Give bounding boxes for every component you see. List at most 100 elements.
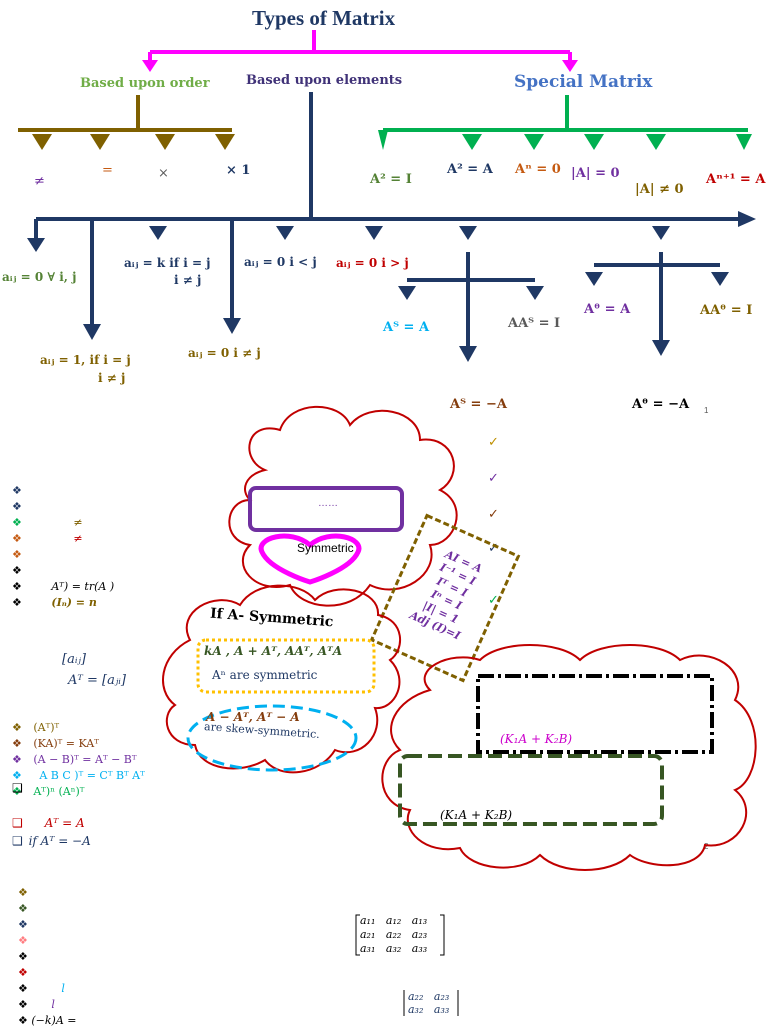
bullet-text: Aᵀ) = tr(A ) — [51, 580, 115, 593]
matrix-cell: a₂₂ — [408, 990, 424, 1003]
bullet: ❖ Aᵀ)ⁿ (Aⁿ)ᵀ — [12, 785, 85, 798]
page-number: 2 — [704, 842, 709, 851]
cloud2-line3: A − Aᵀ, Aᵀ − A — [206, 710, 300, 724]
bullet: ❖ — [18, 966, 28, 979]
skew-symmetric-leaf: Aᵀ = −A — [450, 397, 507, 412]
bullet: ❖ l — [18, 998, 55, 1011]
element-leaf-null: aᵢⱼ = 0 ∀ i, j — [2, 270, 77, 284]
transpose-properties: ❖ (Aᵀ)ᵀ ❖ (KA)ᵀ = KAᵀ ❖ (A − B)ᵀ = Aᵀ − … — [12, 720, 145, 800]
special-leaf-3: Aⁿ = 0 — [515, 162, 561, 177]
bullet: ❖ A B C )ᵀ = Cᵀ Bᵀ Aᵀ — [12, 769, 145, 782]
box-dots: …… — [318, 498, 338, 509]
bullet-text: Aᵀ)ⁿ (Aⁿ)ᵀ — [33, 785, 85, 798]
bullet: ❖ ≠ — [12, 516, 83, 529]
orthogonal-leaf: AAᵀ = I — [508, 316, 561, 331]
bullet: ❖ (KA)ᵀ = KAᵀ — [12, 737, 99, 750]
bullet: ❖ (Iₙ) = n — [12, 596, 97, 609]
cloud3-line2: (K₁A + K₂B) — [440, 808, 513, 822]
unitary-leaf: AAᶿ = I — [700, 303, 753, 318]
page-number: 1 — [704, 406, 709, 415]
order-leaf-4: × 1 — [226, 163, 251, 178]
bullet: ❖ ≠ — [12, 532, 83, 545]
matrix-aij: [aᵢⱼ] — [62, 652, 86, 667]
svg-text:✓: ✓ — [488, 471, 499, 486]
skew-hermitian-leaf: Aᶿ = −A — [632, 397, 690, 412]
bullet: ❖ — [18, 886, 28, 899]
bullet: ❖ — [12, 564, 22, 577]
identity-properties: AI = A I⁻¹ = I Iᵀ = I Iⁿ = I |I| = 1 Adj… — [391, 537, 507, 650]
matrix-row: a₂₁ a₂₂ a₂₃ — [360, 928, 427, 942]
bullet: ❖ — [18, 902, 28, 915]
element-leaf-identity-b: i ≠ j — [98, 371, 126, 385]
matrix-cell: a₁₁ — [360, 914, 376, 927]
bullet-text: (−k)A = — [31, 1014, 77, 1027]
matrix-cell: a₃₃ — [433, 1003, 450, 1016]
bullet: ❖ l — [18, 982, 65, 995]
matrix-cell: a₂₃ — [411, 928, 428, 941]
element-leaf-scalar-b: i ≠ j — [174, 273, 202, 287]
matrix-cell: a₂₂ — [385, 928, 402, 941]
svg-text:✓: ✓ — [488, 541, 499, 556]
checkbox-bullet: ❑ if Aᵀ = −A — [12, 834, 91, 848]
bullet-text: ≠ — [73, 532, 83, 545]
element-leaf-scalar-a: aᵢⱼ = k if i = j — [124, 256, 211, 270]
order-leaf-1: ≠ — [34, 174, 45, 189]
matrix-cell: a₁₂ — [385, 914, 402, 927]
page-title: Types of Matrix — [252, 6, 396, 30]
bullet-list-trace: ❖ ❖ ❖ ≠ ❖ ≠ ❖ ❖ ❖ Aᵀ) = tr(A ) ❖ (Iₙ) = … — [12, 483, 114, 611]
matrix-cell: a₃₁ — [360, 942, 376, 955]
cloud3-line1: (K₁A + K₂B) — [500, 732, 573, 746]
bullet-text: A B C )ᵀ = Cᵀ Bᵀ Aᵀ — [39, 769, 145, 782]
determinant-bullets: ❖ ❖ ❖ ❖ ❖ ❖ ❖ l ❖ l ❖ (−k)A = — [18, 885, 76, 1029]
transpose-definition: Aᵀ = [aⱼᵢ] — [68, 673, 126, 688]
cloud2-title: If A- Symmetric — [209, 605, 334, 631]
bullet-text: (Aᵀ)ᵀ — [33, 721, 60, 734]
order-leaf-3: × — [158, 166, 169, 181]
skew-symmetric-def: if Aᵀ = −A — [28, 834, 91, 848]
checkbox-bullet: ❑ — [12, 781, 23, 795]
matrix-cell: a₃₂ — [385, 942, 402, 955]
special-leaf-5: |A| ≠ 0 — [635, 182, 684, 197]
bullet: ❖ (−k)A = — [18, 1014, 77, 1027]
special-leaf-4: |A| = 0 — [571, 166, 620, 181]
minor-determinant: a₂₂ a₂₃ a₃₂ a₃₃ — [408, 990, 449, 1016]
bullet: ❖ — [18, 934, 28, 947]
matrix-cell: a₁₃ — [411, 914, 428, 927]
bullet-text: ≠ — [73, 516, 83, 529]
cloud2-line4: are skew-symmetric. — [203, 719, 321, 742]
bullet-text: l — [61, 982, 65, 995]
bullet-text: (Iₙ) = n — [51, 596, 97, 609]
svg-text:✓: ✓ — [488, 435, 499, 450]
symmetric-leaf: Aᵀ = A — [383, 320, 430, 335]
special-leaf-1: A² = I — [370, 172, 412, 187]
matrix-cell: a₂₃ — [433, 990, 450, 1003]
tree-diagram — [18, 30, 756, 362]
bullet-text: l — [51, 998, 55, 1011]
bullet: ❖ — [12, 548, 22, 561]
cloud2-line1: kA , A + Aᵀ, AAᵀ, AᵀA — [204, 644, 343, 658]
matrix-row: a₂₂ a₂₃ — [408, 990, 449, 1003]
special-leaf-2: A² = A — [447, 162, 493, 177]
branch-order: Based upon order — [80, 76, 210, 91]
element-leaf-diagonal: aᵢⱼ = 0 i ≠ j — [188, 346, 261, 360]
bullet: ❖ Aᵀ) = tr(A ) — [12, 580, 115, 593]
element-leaf-identity-a: aᵢⱼ = 1, if i = j — [40, 353, 131, 367]
bullet-text: (A − B)ᵀ = Aᵀ − Bᵀ — [33, 753, 137, 766]
matrix-row: a₃₂ a₃₃ — [408, 1003, 449, 1016]
matrix-row: a₁₁ a₁₂ a₁₃ — [360, 914, 427, 928]
svg-text:✓: ✓ — [488, 507, 499, 522]
cloud2-line2: Aⁿ are symmetric — [212, 668, 318, 682]
element-leaf-lower: aᵢⱼ = 0 i > j — [336, 256, 409, 270]
bullet: ❖ (Aᵀ)ᵀ — [12, 721, 60, 734]
matrix-3x3: a₁₁ a₁₂ a₁₃ a₂₁ a₂₂ a₂₃ a₃₁ a₃₂ a₃₃ — [360, 914, 427, 956]
bullet: ❖ — [12, 500, 22, 513]
symmetric-def: Aᵀ = A — [44, 816, 85, 830]
bullet-text: (KA)ᵀ = KAᵀ — [33, 737, 99, 750]
order-leaf-2: = — [102, 163, 113, 178]
matrix-cell: a₃₃ — [411, 942, 428, 955]
bullet: ❖ — [18, 950, 28, 963]
heart-label: Symmetric — [297, 541, 354, 555]
hermitian-leaf: Aᶿ = A — [584, 302, 631, 317]
branch-elements: Based upon elements — [246, 73, 403, 88]
matrix-cell: a₂₁ — [360, 928, 376, 941]
